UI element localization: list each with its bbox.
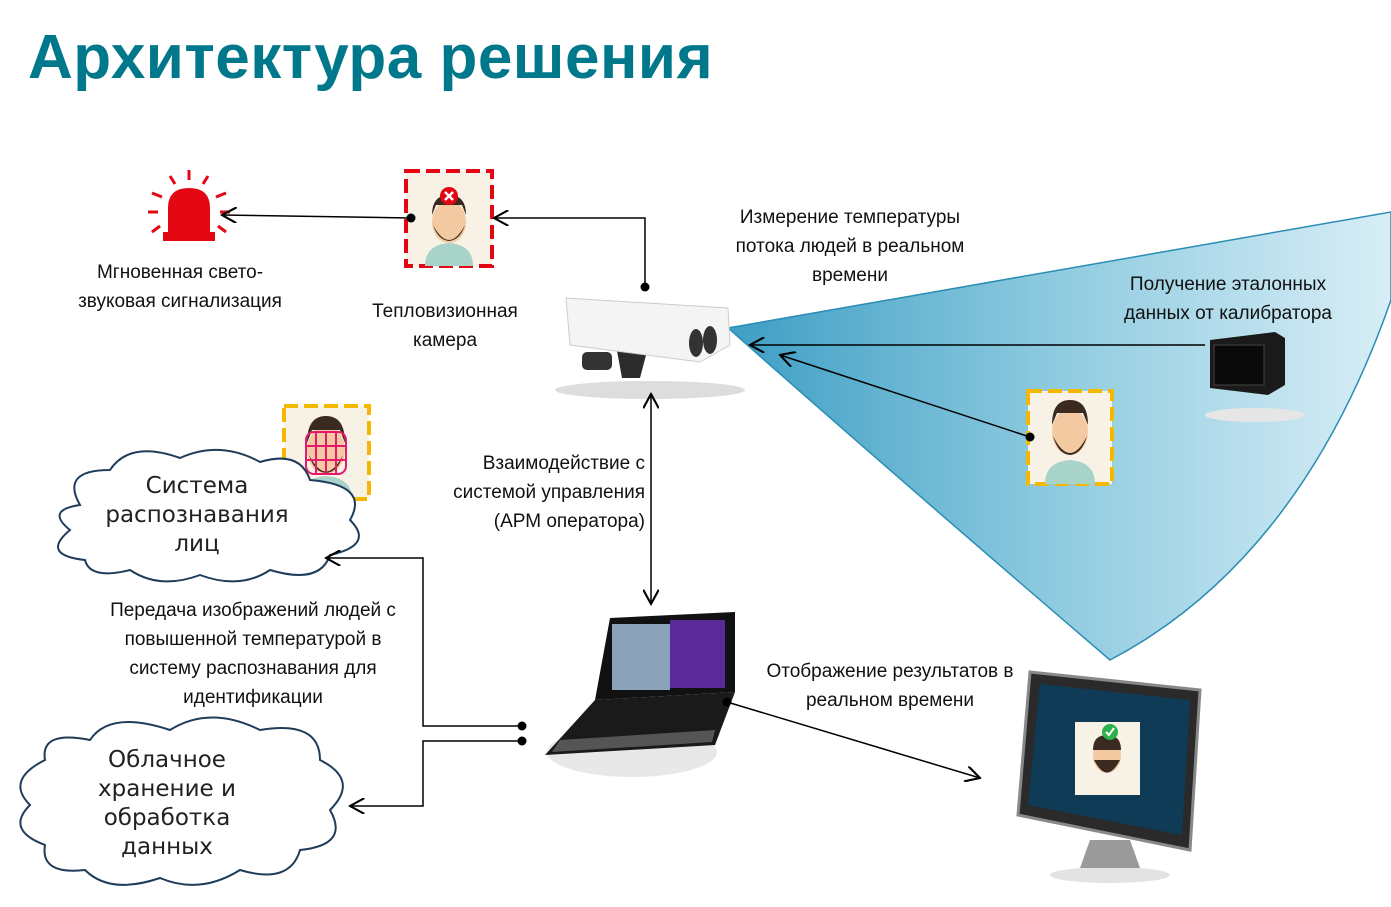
measurement-label-line: потока людей в реальном xyxy=(735,236,965,257)
monitor-icon xyxy=(1016,670,1202,883)
storage-cloud-line: хранение и xyxy=(98,776,236,802)
measurement-label: Измерение температуры потока людей в реа… xyxy=(710,203,990,290)
laptop-icon xyxy=(545,612,735,777)
calibrator-label: Получение эталонных данных от калибратор… xyxy=(1098,270,1358,328)
alarm-face-icon xyxy=(404,169,494,268)
calibrator-icon xyxy=(1205,332,1305,422)
measurement-label-line: Измерение температуры xyxy=(739,207,961,228)
recognition-cloud-label: Система распознавания лиц xyxy=(97,472,297,559)
transfer-label-line: Передача изображений людей с xyxy=(110,600,396,621)
siren-label-line: звуковая сигнализация xyxy=(78,291,282,312)
thermal-camera-label-line: Тепловизионная xyxy=(372,301,518,322)
cloud-recognition xyxy=(57,448,360,583)
transfer-label-line: повышенной температурой в xyxy=(124,629,382,650)
transfer-label-line: идентификации xyxy=(183,687,323,708)
display-label-line: Отображение результатов в xyxy=(766,661,1014,682)
transfer-label-line: систему распознавания для xyxy=(129,658,377,679)
recognition-cloud-line: Система xyxy=(145,473,249,499)
thermal-camera-label: Тепловизионная камера xyxy=(345,297,545,355)
siren-icon xyxy=(148,170,230,241)
calibrator-label-line: данных от калибратора xyxy=(1124,303,1332,324)
detected-face-icon xyxy=(1026,389,1114,486)
siren-label-line: Мгновенная свето- xyxy=(96,262,264,283)
storage-cloud-line: Облачное xyxy=(108,747,226,773)
transfer-label: Передача изображений людей с повышенной … xyxy=(83,596,423,712)
interaction-label: Взаимодействие с системой управления (АР… xyxy=(405,449,645,536)
display-label: Отображение результатов в реальном време… xyxy=(745,657,1035,715)
calibrator-label-line: Получение эталонных xyxy=(1129,274,1327,295)
connectors xyxy=(222,215,1205,806)
recognition-cloud-line: лиц xyxy=(174,531,220,557)
siren-label: Мгновенная свето- звуковая сигнализация xyxy=(60,258,300,316)
page-title: Архитектура решения xyxy=(28,23,714,92)
interaction-label-line: (АРМ оператора) xyxy=(493,511,645,532)
thermal-camera-icon xyxy=(555,297,745,399)
storage-cloud-label: Облачное хранение и обработка данных xyxy=(67,746,267,862)
storage-cloud-line: обработка xyxy=(103,805,231,831)
interaction-label-line: Взаимодействие с xyxy=(482,453,645,474)
cloud-storage xyxy=(19,716,344,886)
thermal-camera-label-line: камера xyxy=(412,330,478,351)
measurement-label-line: времени xyxy=(812,265,888,286)
storage-cloud-line: данных xyxy=(121,834,213,860)
display-label-line: реальном времени xyxy=(805,690,975,711)
recognition-cloud-line: распознавания xyxy=(105,502,289,528)
interaction-label-line: системой управления xyxy=(453,482,645,503)
